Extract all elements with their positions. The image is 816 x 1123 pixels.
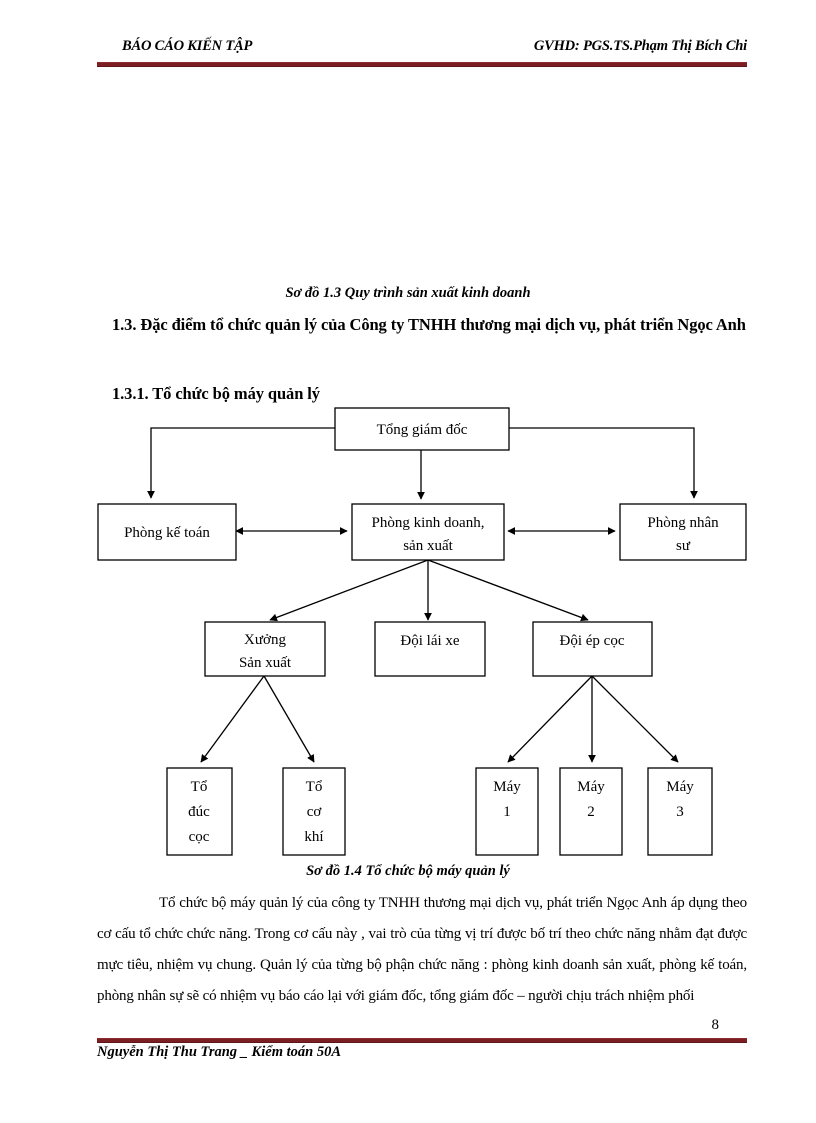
node-sales-label-line2: sản xuất: [403, 538, 453, 554]
node-sales-production: Phòng kinh doanh, sản xuất: [351, 503, 505, 561]
node-workshop-label-line2: Sản xuất: [239, 655, 292, 671]
node-accounting-label: Phòng kế toán: [124, 525, 210, 541]
node-team-cast-line1: Tổ: [191, 779, 208, 795]
node-team-mech-line3: khí: [304, 829, 323, 845]
caption-diagram-13: Sơ đồ 1.3 Quy trình sản xuất kinh doanh: [285, 285, 531, 301]
node-drivers: Đội lái xe: [374, 621, 486, 677]
node-team-mech-line1: Tổ: [306, 779, 323, 795]
node-machine-3-line2: 3: [676, 804, 684, 820]
node-sales-label-line1: Phòng kinh doanh,: [372, 515, 485, 531]
node-machine-2: Máy 2: [559, 767, 623, 856]
footer-divider: [97, 1038, 747, 1043]
heading-section-1-3-1: 1.3.1. Tổ chức bộ máy quản lý: [112, 384, 320, 403]
header-left-text: BÁO CÁO KIẾN TẬP: [122, 38, 253, 54]
caption-diagram-14: Sơ đồ 1.4 Tổ chức bộ máy quản lý: [306, 863, 510, 879]
node-team-cast-line3: cọc: [189, 829, 210, 845]
node-ceo-label: Tổng giám đốc: [377, 422, 468, 438]
page-number: 8: [711, 1017, 720, 1033]
node-machine-1-line2: 1: [503, 804, 511, 820]
node-drivers-label: Đội lái xe: [400, 633, 459, 649]
header-divider: [97, 62, 747, 67]
node-workshop-label-line1: Xưởng: [244, 632, 286, 648]
header-right-text: GVHD: PGS.TS.Phạm Thị Bích Chi: [533, 38, 747, 54]
node-machine-1-line1: Máy: [493, 779, 521, 795]
node-team-cast: Tổ đúc cọc: [166, 767, 233, 856]
node-piling: Đội ép cọc: [532, 621, 653, 677]
node-machine-2-line1: Máy: [577, 779, 605, 795]
edge-sales-to-piling: [427, 559, 589, 622]
node-team-mech-line2: cơ: [307, 804, 323, 820]
node-machine-3: Máy 3: [647, 767, 713, 856]
footer-author: Nguyễn Thị Thu Trang _ Kiểm toán 50A: [97, 1044, 341, 1060]
body-paragraph: Tổ chức bộ máy quản lý của công ty TNHH …: [97, 895, 747, 1004]
edge-piling-to-machine-3: [591, 675, 679, 763]
node-workshop: Xưởng Sản xuất: [204, 621, 326, 677]
page-header: BÁO CÁO KIẾN TẬP GVHD: PGS.TS.Phạm Thị B…: [97, 38, 747, 62]
node-machine-1: Máy 1: [475, 767, 539, 856]
node-ceo: Tổng giám đốc: [334, 407, 510, 451]
edge-workshop-to-team-mech: [263, 675, 315, 763]
node-hr: Phòng nhân sư: [619, 503, 747, 561]
edge-workshop-to-team-cast: [200, 675, 265, 763]
node-accounting: Phòng kế toán: [97, 503, 237, 561]
node-machine-2-line2: 2: [587, 804, 595, 820]
edge-ceo-to-hr: [509, 427, 698, 499]
node-team-mechanical: Tổ cơ khí: [282, 767, 346, 856]
node-team-cast-line2: đúc: [188, 804, 210, 820]
node-hr-label-line1: Phòng nhân: [647, 515, 719, 531]
edge-sales-to-workshop: [269, 559, 429, 622]
edge-piling-to-machine-1: [507, 675, 593, 763]
node-piling-label: Đội ép cọc: [560, 633, 625, 649]
org-chart: Tổng giám đốc Phòng kế toán Phòng kinh d…: [0, 398, 816, 868]
node-hr-label-line2: sư: [676, 538, 691, 554]
heading-section-1-3: 1.3. Đặc điểm tổ chức quản lý của Công t…: [112, 315, 746, 334]
node-machine-3-line1: Máy: [666, 779, 694, 795]
edge-ceo-to-accounting: [147, 427, 335, 499]
